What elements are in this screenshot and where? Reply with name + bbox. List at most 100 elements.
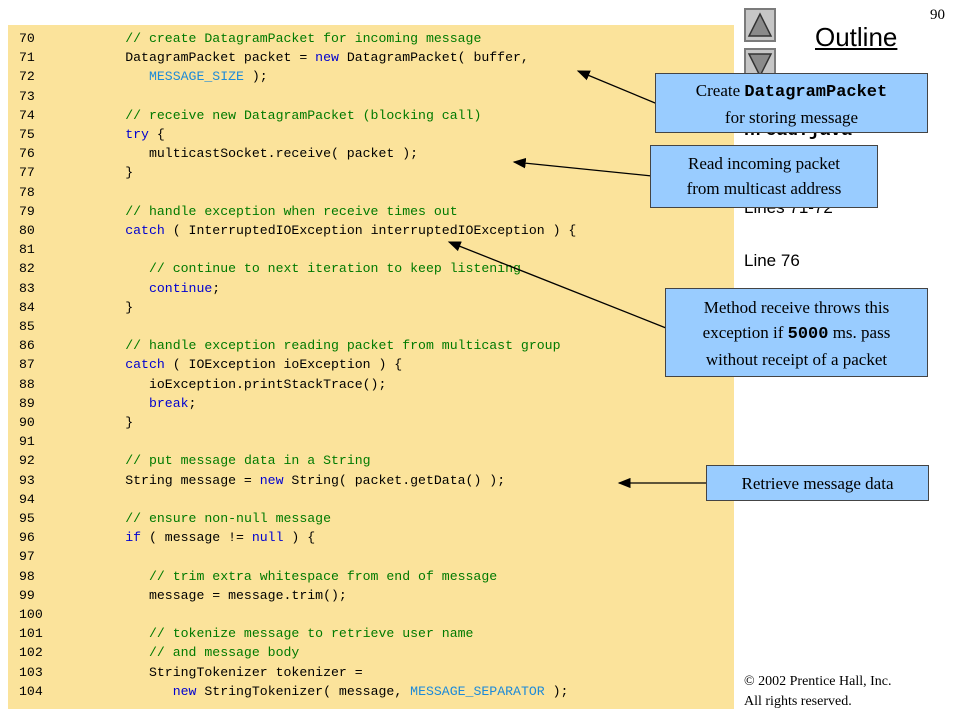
line-number: 80: [19, 223, 35, 238]
code-text: ioException.printStackTrace();: [54, 376, 387, 392]
code-text: ( InterruptedIOException interruptedIOEx…: [164, 223, 577, 238]
outline-title: Outline: [815, 22, 898, 52]
code-text: }: [54, 165, 134, 181]
line-number: 86: [19, 338, 35, 354]
line-number: 78: [19, 184, 35, 200]
code-line: 72 MESSAGE_SIZE );: [8, 67, 268, 86]
arrow-read-packet: [512, 158, 653, 177]
code-line: 100: [8, 605, 54, 624]
code-line: 91: [8, 432, 54, 451]
line-number: 72: [19, 69, 35, 85]
code-line: 94: [8, 490, 54, 509]
line-number: 98: [19, 568, 35, 584]
callout-read-packet: Read incoming packet from multicast addr…: [650, 145, 878, 208]
line-number: 77: [19, 165, 35, 181]
code-line: 88 ioException.printStackTrace();: [8, 375, 386, 394]
code-keyword: catch: [125, 357, 165, 373]
line-number: 95: [19, 511, 35, 526]
code-text: ;: [212, 280, 221, 296]
code-line: 82 // continue to next iteration to keep…: [8, 259, 521, 278]
code-comment: // ensure non-null message: [125, 511, 331, 526]
line-number: 79: [19, 203, 35, 219]
code-text: StringTokenizer( message,: [196, 683, 411, 699]
line-number: 100: [19, 607, 43, 622]
line-number: 104: [19, 683, 43, 699]
previous-slide-button[interactable]: [744, 8, 776, 42]
code-constant: MESSAGE_SIZE: [148, 69, 244, 85]
code-comment: // create DatagramPacket for incoming me…: [125, 31, 482, 46]
code-line: 97: [8, 547, 54, 566]
code-comment: // handle exception reading packet from …: [125, 338, 561, 354]
code-line: 102 // and message body: [8, 643, 299, 662]
code-comment: // handle exception when receive times o…: [125, 203, 458, 219]
code-keyword: if: [125, 530, 142, 546]
code-keyword: break: [148, 395, 189, 411]
line-number: 75: [19, 127, 35, 142]
code-line: 77 }: [8, 163, 133, 182]
code-line: 84 }: [8, 298, 133, 317]
line-number: 96: [19, 530, 35, 546]
triangle-down-icon: [747, 53, 773, 78]
code-keyword: catch: [125, 223, 165, 238]
code-keyword: new: [259, 472, 284, 488]
code-keyword: new: [315, 50, 339, 66]
line-number: 103: [19, 664, 43, 680]
code-comment: // continue to next iteration to keep li…: [148, 261, 521, 277]
code-line: 80 catch ( InterruptedIOException interr…: [8, 221, 576, 240]
code-line: 95 // ensure non-null message: [8, 509, 331, 528]
code-keyword: try: [125, 127, 149, 142]
arrow-receive-throws: [447, 241, 667, 329]
code-line: 86 // handle exception reading packet fr…: [8, 336, 561, 355]
callout-create-packet: Create DatagramPacket for storing messag…: [655, 73, 928, 133]
line-number: 87: [19, 357, 35, 373]
line-number: 97: [19, 549, 35, 565]
code-line: 85: [8, 317, 54, 336]
code-line: 93 String message = new String( packet.g…: [8, 471, 505, 490]
code-line: 89 break;: [8, 394, 196, 413]
line-number: 70: [19, 31, 35, 46]
code-listing: 70 // create DatagramPacket for incoming…: [8, 25, 734, 709]
code-line: 101 // tokenize message to retrieve user…: [8, 624, 473, 643]
code-line: 79 // handle exception when receive time…: [8, 202, 458, 221]
code-text: DatagramPacket( buffer,: [338, 50, 529, 66]
code-line: 103 StringTokenizer tokenizer =: [8, 663, 363, 682]
code-line: 71 DatagramPacket packet = new DatagramP…: [8, 48, 529, 67]
line-number: 89: [19, 395, 35, 411]
line-number: 83: [19, 280, 35, 296]
line-number: 90: [19, 415, 35, 430]
code-comment: // tokenize message to retrieve user nam…: [148, 626, 474, 642]
line-number: 88: [19, 376, 35, 392]
code-line: 81: [8, 240, 54, 259]
triangle-up-icon: [747, 12, 773, 37]
line-number: 71: [19, 50, 35, 66]
code-text: ( message !=: [141, 530, 252, 546]
code-text: }: [54, 415, 134, 430]
line-number: 91: [19, 434, 35, 450]
line-number: 94: [19, 491, 35, 507]
slide-number: 90: [930, 7, 945, 23]
code-line: 83 continue;: [8, 279, 220, 298]
line-number: 92: [19, 453, 35, 469]
code-keyword: new: [172, 683, 197, 699]
code-line: 70 // create DatagramPacket for incoming…: [8, 29, 481, 48]
code-text: ) {: [283, 530, 316, 546]
code-text: multicastSocket.receive( packet );: [54, 146, 419, 162]
code-line: 73: [8, 87, 54, 106]
line-number: 99: [19, 587, 35, 603]
code-line: 90 }: [8, 413, 133, 432]
code-line: 87 catch ( IOException ioException ) {: [8, 355, 402, 374]
code-line: 75 try {: [8, 125, 165, 144]
code-text: StringTokenizer tokenizer =: [54, 664, 363, 680]
code-text: message = message.trim();: [54, 587, 347, 603]
code-text: }: [54, 299, 134, 315]
code-text: String message =: [54, 472, 260, 488]
code-line: 78: [8, 183, 54, 202]
code-line: 96 if ( message != null ) {: [8, 528, 315, 547]
callout-retrieve-data: Retrieve message data: [706, 465, 929, 501]
code-line: 92 // put message data in a String: [8, 451, 371, 470]
code-comment: // receive new DatagramPacket (blocking …: [125, 107, 482, 123]
callout-receive-throws: Method receive throws this exception if …: [665, 288, 928, 377]
code-keyword: null: [251, 530, 284, 546]
line-number: 74: [19, 107, 35, 123]
